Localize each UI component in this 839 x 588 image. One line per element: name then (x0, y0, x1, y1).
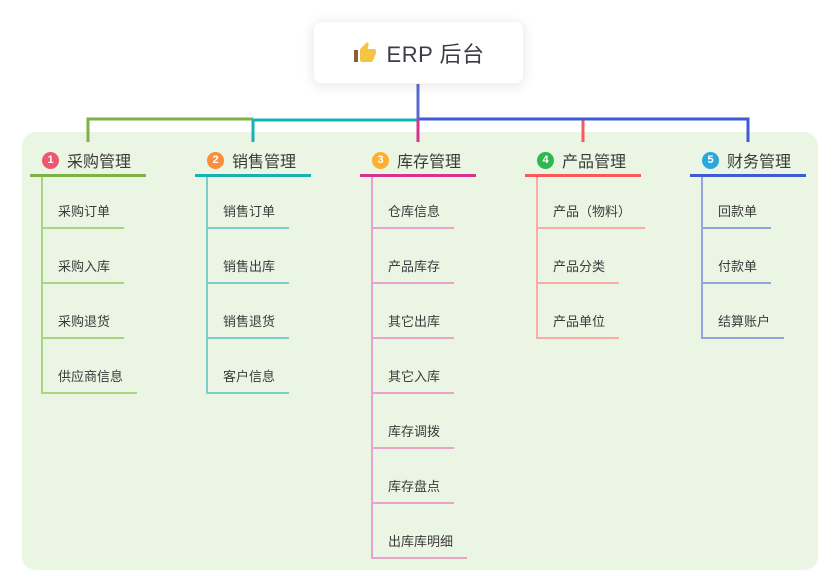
mindmap-leaf-node[interactable]: 产品库存 (371, 229, 455, 284)
branch-title-2[interactable]: 2 销售管理 (195, 146, 311, 177)
branch-number-badge: 5 (702, 151, 719, 169)
branch-title-1[interactable]: 1 采购管理 (30, 146, 146, 177)
mindmap-leaf-node[interactable]: 销售出库 (206, 229, 290, 284)
branch-items: 回款单付款单结算账户 (701, 174, 785, 339)
mindmap-leaf-node[interactable]: 采购订单 (41, 174, 125, 229)
root-node[interactable]: ERP 后台 (313, 21, 524, 84)
root-label: ERP 后台 (386, 41, 485, 67)
branch-title-3[interactable]: 3 库存管理 (360, 146, 476, 177)
branch-title-5[interactable]: 5 财务管理 (690, 146, 806, 177)
mindmap-panel (22, 132, 818, 570)
mindmap-leaf-node[interactable]: 采购退货 (41, 284, 125, 339)
mindmap-leaf-node[interactable]: 采购入库 (41, 229, 125, 284)
branch-rail-line (536, 177, 538, 339)
mindmap-leaf-node[interactable]: 付款单 (701, 229, 772, 284)
branch-label: 采购管理 (67, 154, 132, 171)
branch-items: 采购订单采购入库采购退货供应商信息 (41, 174, 138, 394)
branch-items: 销售订单销售出库销售退货客户信息 (206, 174, 290, 394)
mindmap-leaf-node[interactable]: 产品单位 (536, 284, 620, 339)
branch-rail-line (371, 177, 373, 559)
mindmap-leaf-node[interactable]: 产品（物料） (536, 174, 646, 229)
mindmap-leaf-node[interactable]: 库存盘点 (371, 449, 455, 504)
branch-label: 销售管理 (232, 154, 297, 171)
mindmap-leaf-node[interactable]: 其它入库 (371, 339, 455, 394)
branch-number-badge: 3 (372, 151, 389, 169)
mindmap-leaf-node[interactable]: 出库库明细 (371, 504, 468, 559)
mindmap-leaf-node[interactable]: 其它出库 (371, 284, 455, 339)
mindmap-leaf-node[interactable]: 库存调拨 (371, 394, 455, 449)
mindmap-leaf-node[interactable]: 回款单 (701, 174, 772, 229)
branch-items: 仓库信息产品库存其它出库其它入库库存调拨库存盘点出库库明细 (371, 174, 468, 559)
thumb-hand-shape (359, 41, 376, 62)
branch-label: 库存管理 (397, 154, 462, 171)
branch-number-badge: 1 (42, 151, 59, 169)
branch-rail-line (701, 177, 703, 339)
branch-label: 财务管理 (727, 154, 792, 171)
branch-title-4[interactable]: 4 产品管理 (525, 146, 641, 177)
thumb-cuff-shape (353, 49, 358, 62)
mindmap-leaf-node[interactable]: 客户信息 (206, 339, 290, 394)
mindmap-leaf-node[interactable]: 产品分类 (536, 229, 620, 284)
mindmap-leaf-node[interactable]: 仓库信息 (371, 174, 455, 229)
mindmap-leaf-node[interactable]: 供应商信息 (41, 339, 138, 394)
branch-rail-line (41, 177, 43, 394)
branch-number-badge: 2 (207, 151, 224, 169)
thumbs-up-icon (353, 41, 377, 65)
branch-number-badge: 4 (537, 151, 554, 169)
mindmap-leaf-node[interactable]: 销售订单 (206, 174, 290, 229)
branch-rail-line (206, 177, 208, 394)
mindmap-leaf-node[interactable]: 销售退货 (206, 284, 290, 339)
branch-label: 产品管理 (562, 154, 627, 171)
mindmap-leaf-node[interactable]: 结算账户 (701, 284, 785, 339)
branch-items: 产品（物料）产品分类产品单位 (536, 174, 646, 339)
